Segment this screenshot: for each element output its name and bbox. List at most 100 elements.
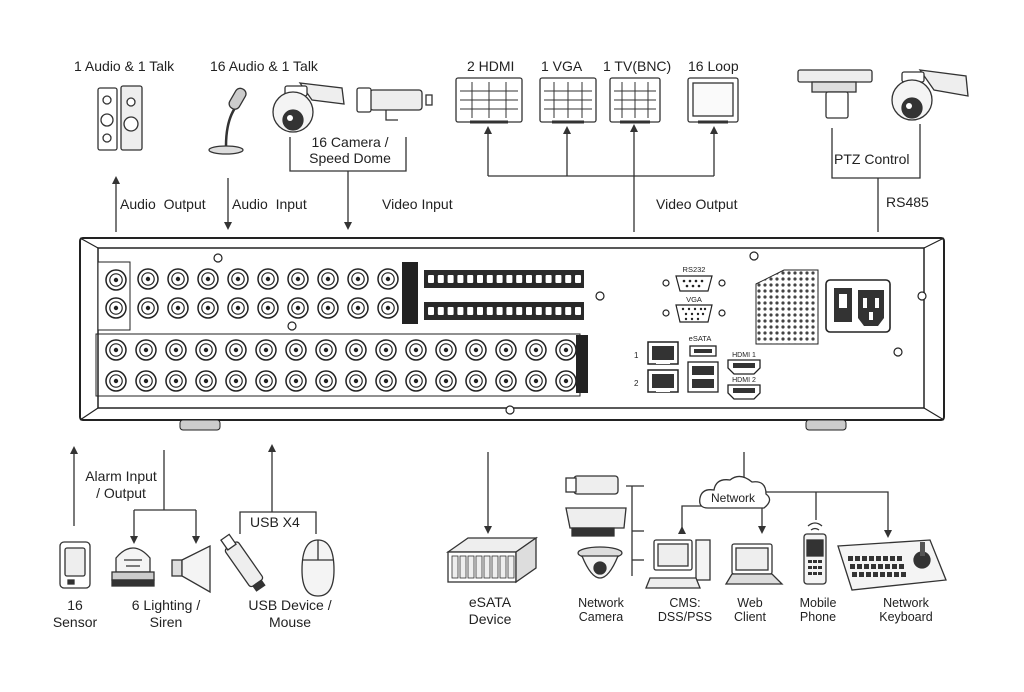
bnc-connector[interactable] — [167, 297, 189, 319]
ptz-camera-icon — [797, 69, 873, 119]
usb-x4-label: USB X4 — [250, 514, 300, 530]
bnc-connector[interactable] — [435, 370, 457, 392]
bnc-connector[interactable] — [315, 370, 337, 392]
rs232-label: RS232 — [683, 265, 706, 274]
sensor-icon — [59, 541, 91, 589]
bnc-connector-row-video-loop — [137, 268, 399, 319]
box-camera-icon — [356, 87, 433, 121]
bnc-connector[interactable] — [255, 370, 277, 392]
alarm-terminal-block — [424, 270, 584, 320]
ptz-control-label: PTZ Control — [834, 151, 910, 167]
audio-talk-count-label: 1 Audio & 1 Talk — [74, 58, 175, 74]
bnc-connector[interactable] — [165, 370, 187, 392]
tv-count-label: 1 TV(BNC) — [603, 58, 672, 74]
bnc-connector[interactable] — [347, 297, 369, 319]
vga-port[interactable] — [662, 304, 726, 323]
bnc-connector[interactable] — [287, 297, 309, 319]
bnc-connector-row-audio — [105, 269, 127, 319]
bnc-connector[interactable] — [377, 268, 399, 290]
alarm-io-label: Alarm Input / Output — [85, 468, 157, 501]
esata-device-label: eSATA Device — [468, 594, 512, 627]
bnc-connector[interactable] — [375, 339, 397, 361]
bnc-connector[interactable] — [257, 297, 279, 319]
loop-monitor-icon — [687, 77, 739, 124]
cms-computer-icon — [645, 539, 711, 589]
mobile-phone-icon — [803, 522, 827, 585]
audio-output-label: Audio Output — [120, 196, 206, 212]
bnc-connector[interactable] — [105, 339, 127, 361]
hdmi-port-1[interactable] — [727, 359, 761, 375]
bnc-connector[interactable] — [257, 268, 279, 290]
bnc-connector[interactable] — [465, 370, 487, 392]
bnc-connector[interactable] — [377, 297, 399, 319]
bnc-connector[interactable] — [197, 268, 219, 290]
bnc-connector[interactable] — [165, 339, 187, 361]
bnc-connector[interactable] — [197, 297, 219, 319]
rs232-port[interactable] — [662, 275, 726, 292]
esata-port[interactable] — [689, 345, 717, 357]
bnc-connector[interactable] — [227, 297, 249, 319]
bnc-connector[interactable] — [285, 339, 307, 361]
bnc-connector[interactable] — [435, 339, 457, 361]
bnc-connector[interactable] — [287, 268, 309, 290]
bnc-connector[interactable] — [465, 339, 487, 361]
bnc-connector[interactable] — [317, 297, 339, 319]
top-connection-lines — [112, 124, 921, 232]
lighting-siren-label: 6 Lighting / Siren — [131, 597, 201, 630]
bnc-connector[interactable] — [375, 370, 397, 392]
bnc-connector[interactable] — [195, 370, 217, 392]
siren-icon — [171, 544, 211, 594]
mobile-phone-label: Mobile Phone — [799, 596, 837, 624]
bnc-connector[interactable] — [195, 339, 217, 361]
network-keyboard-label: Network Keyboard — [879, 596, 933, 624]
bnc-connector[interactable] — [345, 339, 367, 361]
network-label: Network — [711, 491, 756, 505]
bnc-connector[interactable] — [105, 370, 127, 392]
bnc-connector[interactable] — [405, 370, 427, 392]
bnc-connector[interactable] — [495, 339, 517, 361]
bnc-connector[interactable] — [225, 339, 247, 361]
bnc-connector[interactable] — [495, 370, 517, 392]
bnc-connector[interactable] — [555, 370, 577, 392]
usb-port-stack[interactable] — [687, 361, 719, 393]
bnc-connector[interactable] — [135, 339, 157, 361]
microphone-icon — [208, 87, 247, 155]
bnc-connector[interactable] — [227, 268, 249, 290]
bottom-connection-lines — [70, 444, 892, 576]
web-client-label: Web Client — [734, 596, 766, 624]
video-output-label: Video Output — [656, 196, 738, 212]
lan-port-2[interactable] — [647, 369, 679, 393]
bnc-connector[interactable] — [315, 339, 337, 361]
bnc-connector[interactable] — [525, 339, 547, 361]
bnc-connector[interactable] — [137, 268, 159, 290]
bnc-connector[interactable] — [105, 269, 127, 291]
bnc-connector[interactable] — [137, 297, 159, 319]
bnc-connector[interactable] — [525, 370, 547, 392]
bnc-connector[interactable] — [105, 297, 127, 319]
lan-port-1[interactable] — [647, 341, 679, 365]
bnc-connector[interactable] — [285, 370, 307, 392]
camera-count-label: 16 Camera / Speed Dome — [309, 134, 391, 166]
bnc-connector[interactable] — [135, 370, 157, 392]
bnc-connector[interactable] — [345, 370, 367, 392]
power-socket[interactable] — [825, 279, 891, 333]
fan-vent — [755, 269, 819, 345]
hdmi-count-label: 2 HDMI — [467, 58, 515, 74]
bnc-connector[interactable] — [167, 268, 189, 290]
bnc-connector[interactable] — [225, 370, 247, 392]
bnc-connector[interactable] — [317, 268, 339, 290]
bnc-connector[interactable] — [255, 339, 277, 361]
usb-bracket — [239, 511, 317, 534]
bnc-connector[interactable] — [555, 339, 577, 361]
sensor-label: 16 Sensor — [52, 597, 98, 630]
svg-text:1: 1 — [634, 351, 639, 360]
bnc-connector[interactable] — [347, 268, 369, 290]
svg-text:2: 2 — [634, 379, 639, 388]
bnc-connector[interactable] — [405, 339, 427, 361]
hdmi-port-2[interactable] — [727, 384, 761, 400]
ptz-bracket — [831, 124, 921, 179]
speed-dome-camera-icon — [272, 82, 345, 133]
mouse-icon — [301, 539, 335, 597]
